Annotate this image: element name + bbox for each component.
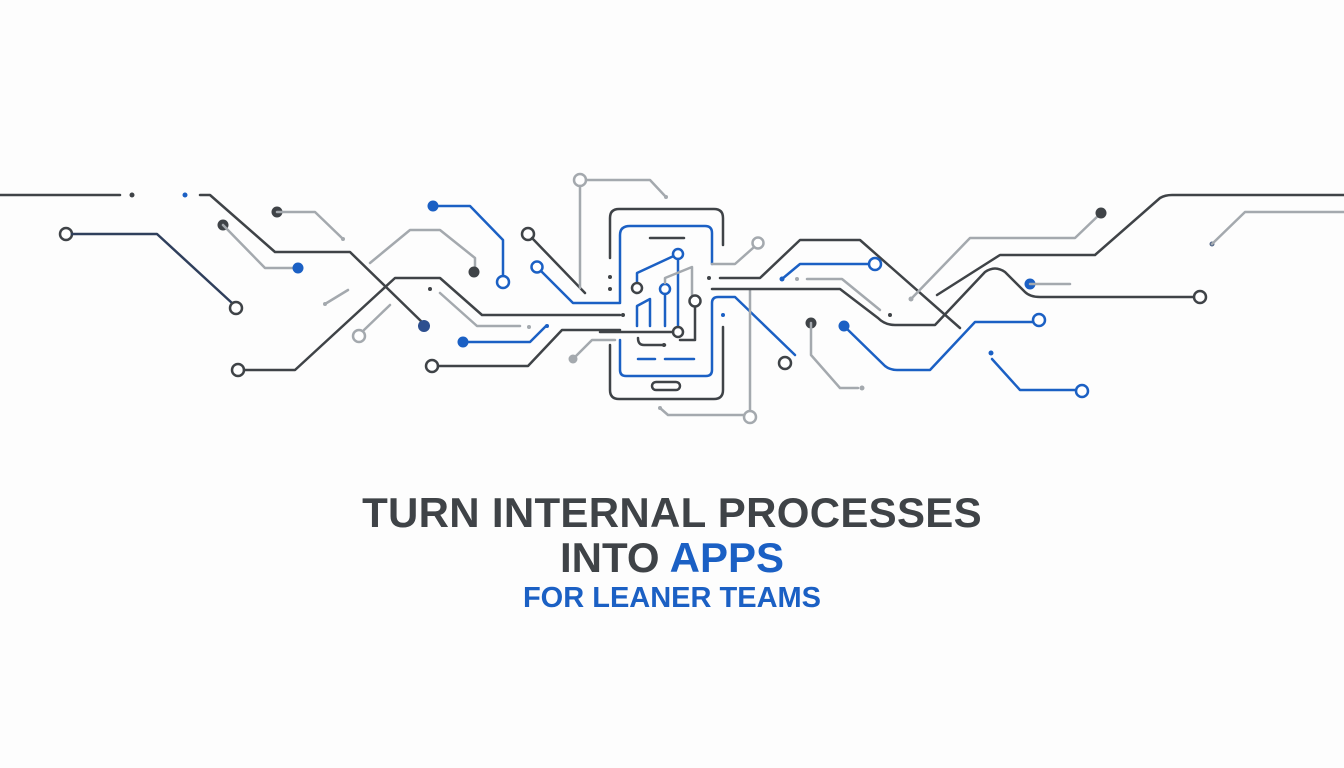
headline-line-1: TURN INTERNAL PROCESSES: [362, 489, 982, 536]
headline-accent-apps: APPS: [669, 534, 785, 581]
subheadline: FOR LEANER TEAMS: [522, 582, 822, 614]
headline-line-2-prefix: INTO: [559, 534, 670, 581]
circuit-traces-right: [710, 193, 1344, 399]
headline-line-2: INTO APPS: [0, 534, 1344, 582]
smartphone-icon: [598, 207, 797, 425]
circuit-traces-left: [0, 172, 714, 378]
circuit-graphic: [0, 172, 1344, 425]
